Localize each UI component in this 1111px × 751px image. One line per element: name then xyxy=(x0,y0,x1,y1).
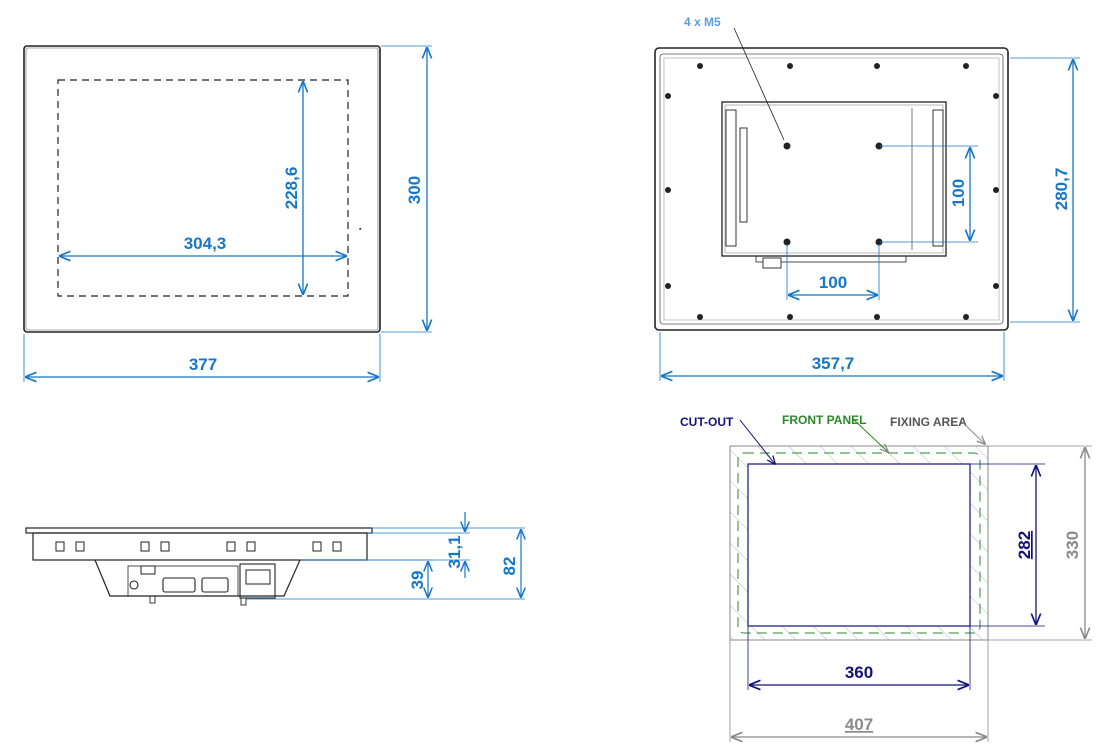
front-bezel-inner xyxy=(25,47,379,331)
rear-inner-frame-2 xyxy=(663,57,1000,321)
dim-rear-height: 280,7 xyxy=(1052,168,1071,211)
side-usb xyxy=(140,565,156,575)
dim-screen-width: 304,3 xyxy=(184,234,227,253)
dim-total-depth: 82 xyxy=(500,557,519,576)
rear-view: 4 x M5 100 100 280,7 357,7 xyxy=(654,15,1080,381)
dim-rear-width: 357,7 xyxy=(812,354,855,373)
side-terminal-block xyxy=(239,563,276,599)
dim-front-depth: 31,1 xyxy=(445,535,464,568)
rear-inner-frame xyxy=(659,53,1004,325)
label-cutout: CUT-OUT xyxy=(680,415,734,429)
label-fixing-area: FIXING AREA xyxy=(890,415,967,429)
rear-rail-left xyxy=(725,109,737,247)
label-front-panel: FRONT PANEL xyxy=(782,413,866,427)
dim-cutout-width: 360 xyxy=(845,663,873,682)
front-view: ▪ 304,3 228,6 300 377 xyxy=(23,45,432,382)
dim-screen-height: 228,6 xyxy=(282,167,301,210)
leader-screws xyxy=(733,27,785,141)
label-screws: 4 x M5 xyxy=(684,15,721,29)
front-panel-outline xyxy=(737,452,981,634)
dim-height: 300 xyxy=(405,176,424,204)
side-dvi-port xyxy=(162,577,196,593)
cutout-view: CUT-OUT FRONT PANEL FIXING AREA 282 330 … xyxy=(680,413,1092,742)
rear-rail-right xyxy=(932,109,944,247)
side-frame xyxy=(32,532,368,561)
fixing-area-outline xyxy=(729,445,989,641)
side-foot xyxy=(240,597,247,606)
side-back-housing xyxy=(94,559,301,597)
dim-vesa-width: 100 xyxy=(819,273,847,292)
side-io-panel xyxy=(127,565,239,597)
side-terminal xyxy=(245,569,271,585)
front-indicator: ▪ xyxy=(359,226,362,233)
dim-vesa-height: 100 xyxy=(949,179,968,207)
side-vents xyxy=(55,541,342,552)
rear-connectors xyxy=(755,255,907,263)
side-foot xyxy=(149,595,156,604)
rear-terminal xyxy=(762,257,782,269)
cutout-outline xyxy=(747,463,971,627)
rear-outline xyxy=(654,47,1009,331)
dim-bottom-depth: 39 xyxy=(408,571,427,590)
side-vga-port xyxy=(201,577,229,593)
leader-fixing-area xyxy=(959,419,985,444)
dim-fixing-height: 330 xyxy=(1063,531,1082,559)
vesa-holes xyxy=(783,142,883,246)
front-bezel-outline xyxy=(23,45,381,333)
dim-cutout-height: 282 xyxy=(1015,531,1034,559)
rear-frame-screws xyxy=(665,63,999,320)
dim-width: 377 xyxy=(189,355,217,374)
side-view: 31,1 39 82 xyxy=(25,512,525,606)
leader-front-panel xyxy=(851,417,888,452)
screen-area-outline xyxy=(57,79,349,297)
rear-electronics-box-inner xyxy=(724,104,944,254)
dim-fixing-width: 407 xyxy=(845,715,873,734)
rear-electronics-box xyxy=(721,101,947,257)
side-front-plate xyxy=(25,527,373,534)
leader-cutout xyxy=(739,419,775,464)
side-dc-jack xyxy=(129,580,139,590)
rear-slot xyxy=(739,127,748,223)
fixing-area-hatch xyxy=(730,446,988,640)
